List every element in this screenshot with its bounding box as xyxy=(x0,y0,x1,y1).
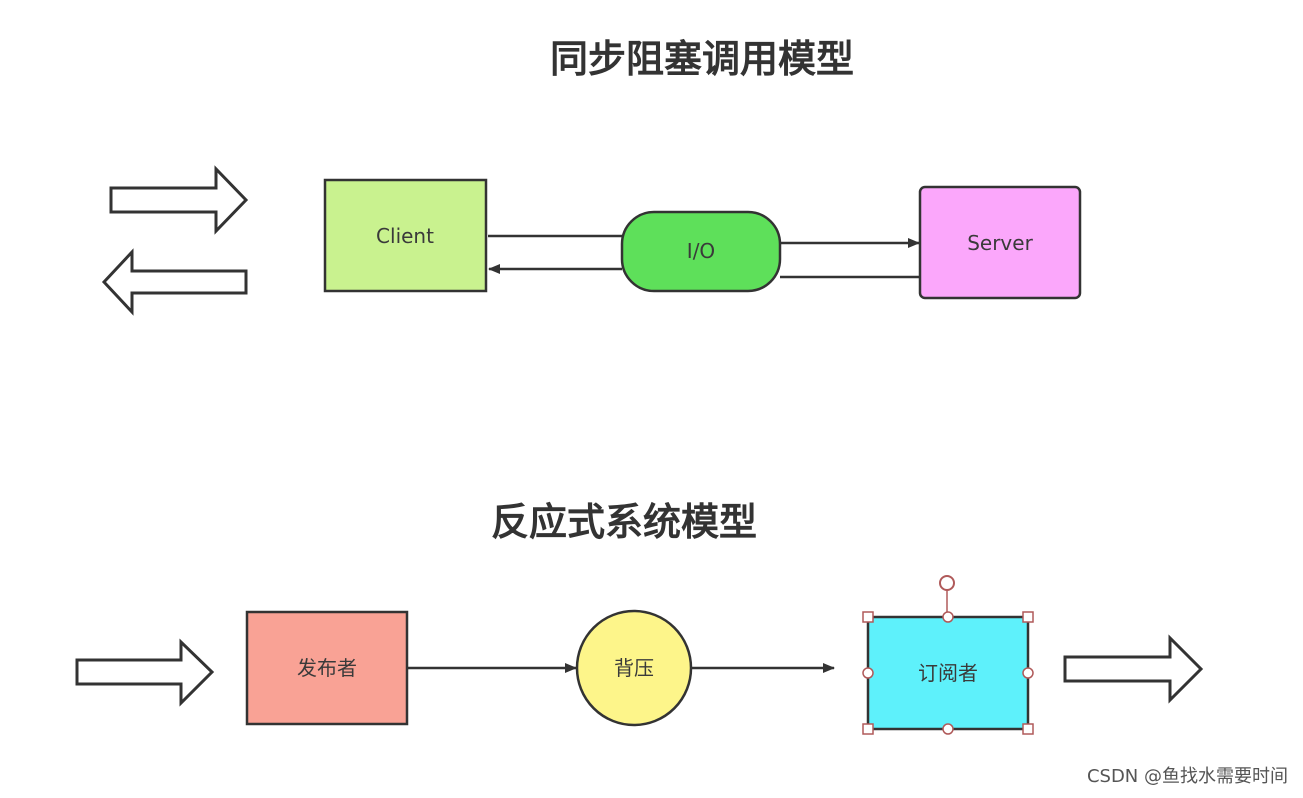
backpressure-label: 背压 xyxy=(614,656,654,680)
publisher-label: 发布者 xyxy=(297,656,357,680)
resize-handle-right[interactable] xyxy=(1022,667,1034,679)
io-label: I/O xyxy=(687,239,715,263)
resize-handle-bottom[interactable] xyxy=(942,723,954,735)
client-label: Client xyxy=(376,224,434,248)
publisher-node-box xyxy=(245,610,409,726)
client-node[interactable]: Client xyxy=(323,178,488,293)
selection-handles[interactable] xyxy=(862,575,1034,735)
publisher-node[interactable]: 发布者 xyxy=(245,610,409,726)
resize-handle-top-left[interactable] xyxy=(862,611,874,623)
backpressure-node[interactable]: 背压 xyxy=(575,609,693,727)
server-node[interactable]: Server xyxy=(918,185,1082,300)
resize-handle-left[interactable] xyxy=(862,667,874,679)
reactive-model-title: 反应式系统模型 xyxy=(491,500,757,544)
input-hollow-arrow-icon xyxy=(109,165,249,235)
publisher-input-hollow-arrow-icon xyxy=(75,638,215,707)
csdn-watermark: CSDN @鱼找水需要时间 xyxy=(1087,766,1288,787)
server-node-box xyxy=(918,185,1082,300)
resize-handle-bottom-right[interactable] xyxy=(1022,723,1034,735)
resize-handle-bottom-left[interactable] xyxy=(862,723,874,735)
rotation-handle-icon[interactable] xyxy=(939,575,955,591)
resize-handle-top-right[interactable] xyxy=(1022,611,1034,623)
sync-model-title: 同步阻塞调用模型 xyxy=(550,37,854,81)
io-node[interactable]: I/O xyxy=(620,210,782,293)
subscriber-node-box xyxy=(866,615,1030,731)
subscriber-node[interactable]: 订阅者 xyxy=(866,615,1030,731)
subscriber-output-hollow-arrow-icon xyxy=(1063,634,1204,704)
subscriber-label: 订阅者 xyxy=(918,661,978,685)
backpressure-node-circle xyxy=(575,609,693,727)
resize-handle-top[interactable] xyxy=(942,611,954,623)
io-node-box xyxy=(620,210,782,293)
server-label: Server xyxy=(967,231,1033,255)
output-hollow-arrow-icon xyxy=(101,248,248,316)
client-node-box xyxy=(323,178,488,293)
